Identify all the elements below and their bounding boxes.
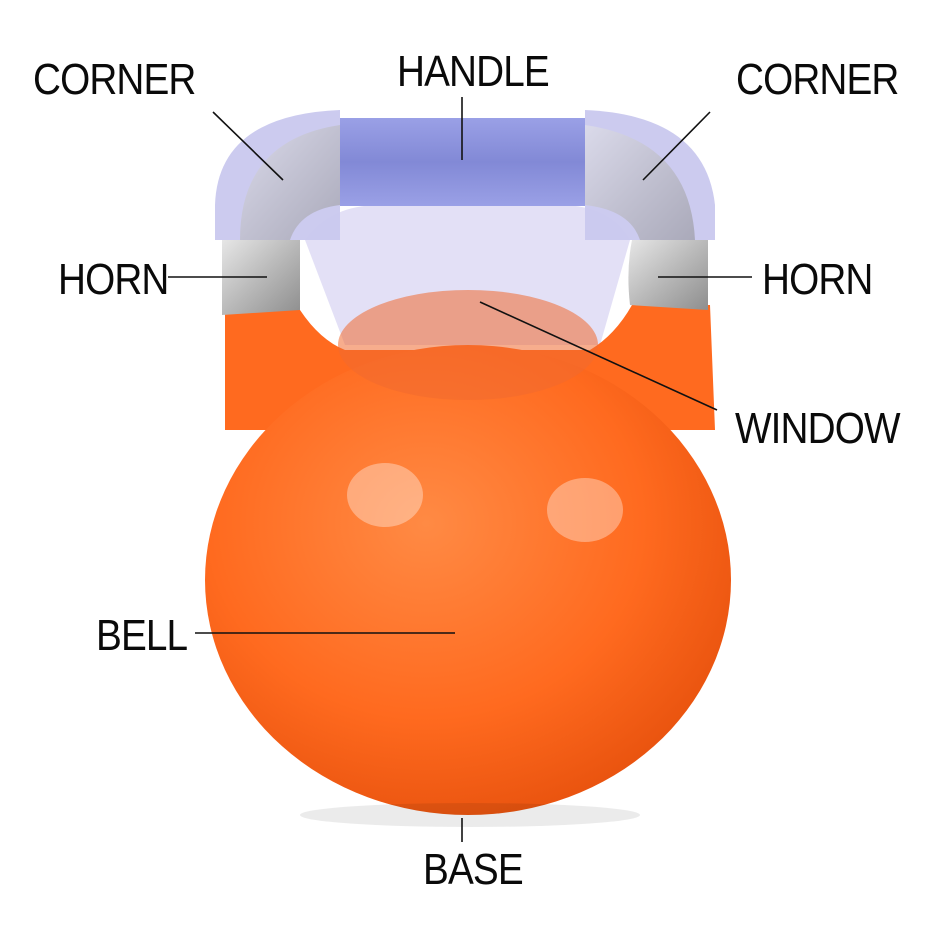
bell-shine-right [547,478,623,542]
label-corner-right: CORNER [736,55,899,104]
label-horn-right: HORN [762,255,873,304]
leader-window [479,301,718,411]
label-bell: BELL [96,611,188,660]
ground-shadow [300,803,640,827]
bell-shine-left [347,463,423,527]
horn-right-steel [628,240,708,310]
label-window: WINDOW [735,404,900,453]
corner-right-steel [585,125,695,240]
label-handle: HANDLE [397,47,550,96]
bell-body [205,345,731,815]
leader-lines [168,97,752,842]
label-base: BASE [423,845,524,894]
leader-corner-left [212,111,284,181]
leader-corner-right [642,111,711,181]
label-horn-left: HORN [58,255,169,304]
bell-top-shade [338,290,598,400]
label-corner-left: CORNER [33,55,196,104]
corner-left-steel [240,125,340,240]
